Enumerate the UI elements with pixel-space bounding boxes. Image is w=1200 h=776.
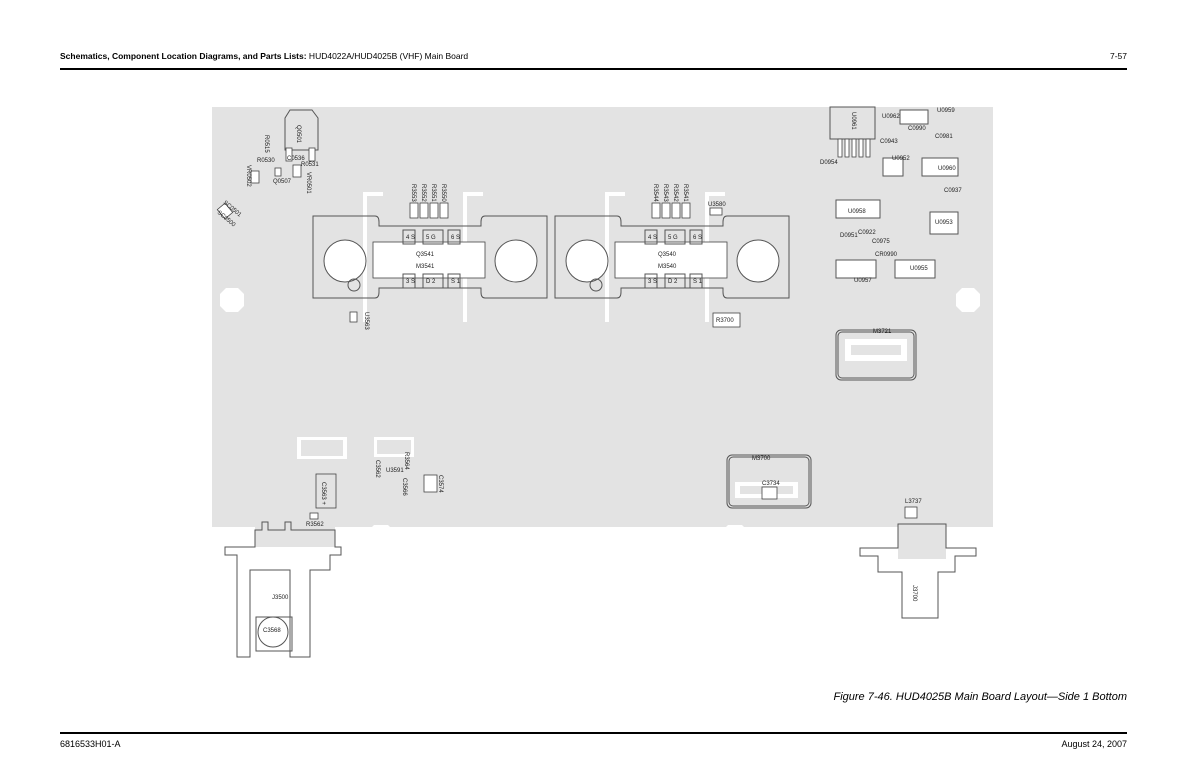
pin-label: 4 S [648, 235, 657, 241]
label-c3566: C3566 [401, 478, 407, 496]
module-part: M3540 [658, 264, 677, 270]
header-rule [60, 68, 1127, 70]
component-label: U0955 [910, 266, 928, 272]
pin-label: 3 S [648, 279, 657, 285]
label-r3564: R3564 [403, 452, 409, 470]
component-label: CR0990 [875, 252, 898, 258]
module-ref: Q3541 [416, 252, 435, 258]
resistor-label: R3551 [430, 184, 436, 202]
label-c3563: C3563 + [320, 482, 326, 505]
header-title-bold: Schematics, Component Location Diagrams,… [60, 51, 307, 61]
misc-components: R3700 U3580 M3721 M3700 C3734 C3563 + R3… [297, 202, 917, 528]
component-label: Q0501 [295, 125, 301, 144]
resistor-label: R3550 [440, 184, 446, 202]
module-ref: Q3540 [658, 252, 677, 258]
label-u3591: U3591 [386, 468, 404, 474]
component-label: C0922 [858, 230, 876, 236]
pin-label: S 1 [451, 279, 461, 285]
footer-rule [60, 732, 1127, 734]
resistor-label: R3542 [672, 184, 678, 202]
component-label: U0957 [854, 278, 872, 284]
component-label: U0952 [892, 156, 910, 162]
top-right-components [829, 106, 959, 279]
component-label: C0937 [944, 188, 962, 194]
component-label: U0959 [937, 108, 955, 114]
module-part: M3541 [416, 264, 435, 270]
pin-label: 6 S [451, 235, 460, 241]
connector-j3500: J3500 C3568 [224, 521, 342, 658]
resistor-label: R3552 [420, 184, 426, 202]
component-label: VR0502 [245, 165, 251, 187]
header-title: Schematics, Component Location Diagrams,… [60, 51, 468, 61]
top-left-components [216, 109, 358, 323]
label-c3562: C3562 [374, 460, 380, 478]
component-label: Q0507 [273, 179, 292, 185]
component-label: C0981 [935, 134, 953, 140]
label-r3700: R3700 [716, 318, 734, 324]
component-label: C0536 [287, 156, 305, 162]
pcb-board [212, 107, 993, 527]
component-label: R0515 [263, 135, 269, 153]
label-j3500: J3500 [272, 595, 289, 601]
pin-label: 6 S [693, 235, 702, 241]
label-c3568: C3568 [263, 628, 281, 634]
label-j3700: J3700 [911, 585, 917, 602]
component-label: D0954 [820, 160, 838, 166]
component-label: C0975 [872, 239, 890, 245]
pin-label: 3 S [406, 279, 415, 285]
component-label: U0962 [882, 114, 900, 120]
header-title-rest: HUD4022A/HUD4025B (VHF) Main Board [306, 51, 469, 61]
connector-j3700: L3737 J3700 [859, 499, 977, 619]
label-l3737: L3737 [905, 499, 922, 505]
doc-number: 6816533H01-A [60, 739, 121, 749]
label-m3721: M3721 [873, 329, 892, 335]
component-label: R0531 [301, 162, 319, 168]
pin-label: 5 G [426, 235, 436, 241]
component-label: C0943 [880, 139, 898, 145]
label-c3734: C3734 [762, 481, 780, 487]
component-label: U0958 [848, 209, 866, 215]
component-label: D0951 [840, 233, 858, 239]
pin-label: S 1 [693, 279, 703, 285]
component-label: U3563 [363, 312, 369, 330]
resistor-label: R3553 [410, 184, 416, 202]
pin-label: D 2 [668, 279, 678, 285]
figure-caption: Figure 7-46. HUD4025B Main Board Layout—… [833, 691, 1128, 703]
pin-label: 4 S [406, 235, 415, 241]
component-label: U0960 [938, 166, 956, 172]
resistor-label: R3541 [682, 184, 688, 202]
component-label: U0953 [935, 220, 953, 226]
pin-label: D 2 [426, 279, 436, 285]
page-number: 7-57 [1109, 51, 1127, 61]
mounting-holes [220, 288, 980, 549]
component-label: VR0501 [305, 172, 311, 194]
component-label: R0530 [257, 158, 275, 164]
label-u3580: U3580 [708, 202, 726, 208]
resistor-label: R3544 [652, 184, 658, 202]
label-c3574: C3574 [437, 475, 443, 493]
component-label: U0961 [850, 112, 856, 130]
footer-date: August 24, 2007 [1061, 739, 1127, 749]
label-m3700: M3700 [752, 456, 771, 462]
component-label: C0990 [908, 126, 926, 132]
pin-label: 5 G [668, 235, 678, 241]
resistor-label: R3543 [662, 184, 668, 202]
label-r3562: R3562 [306, 522, 324, 528]
